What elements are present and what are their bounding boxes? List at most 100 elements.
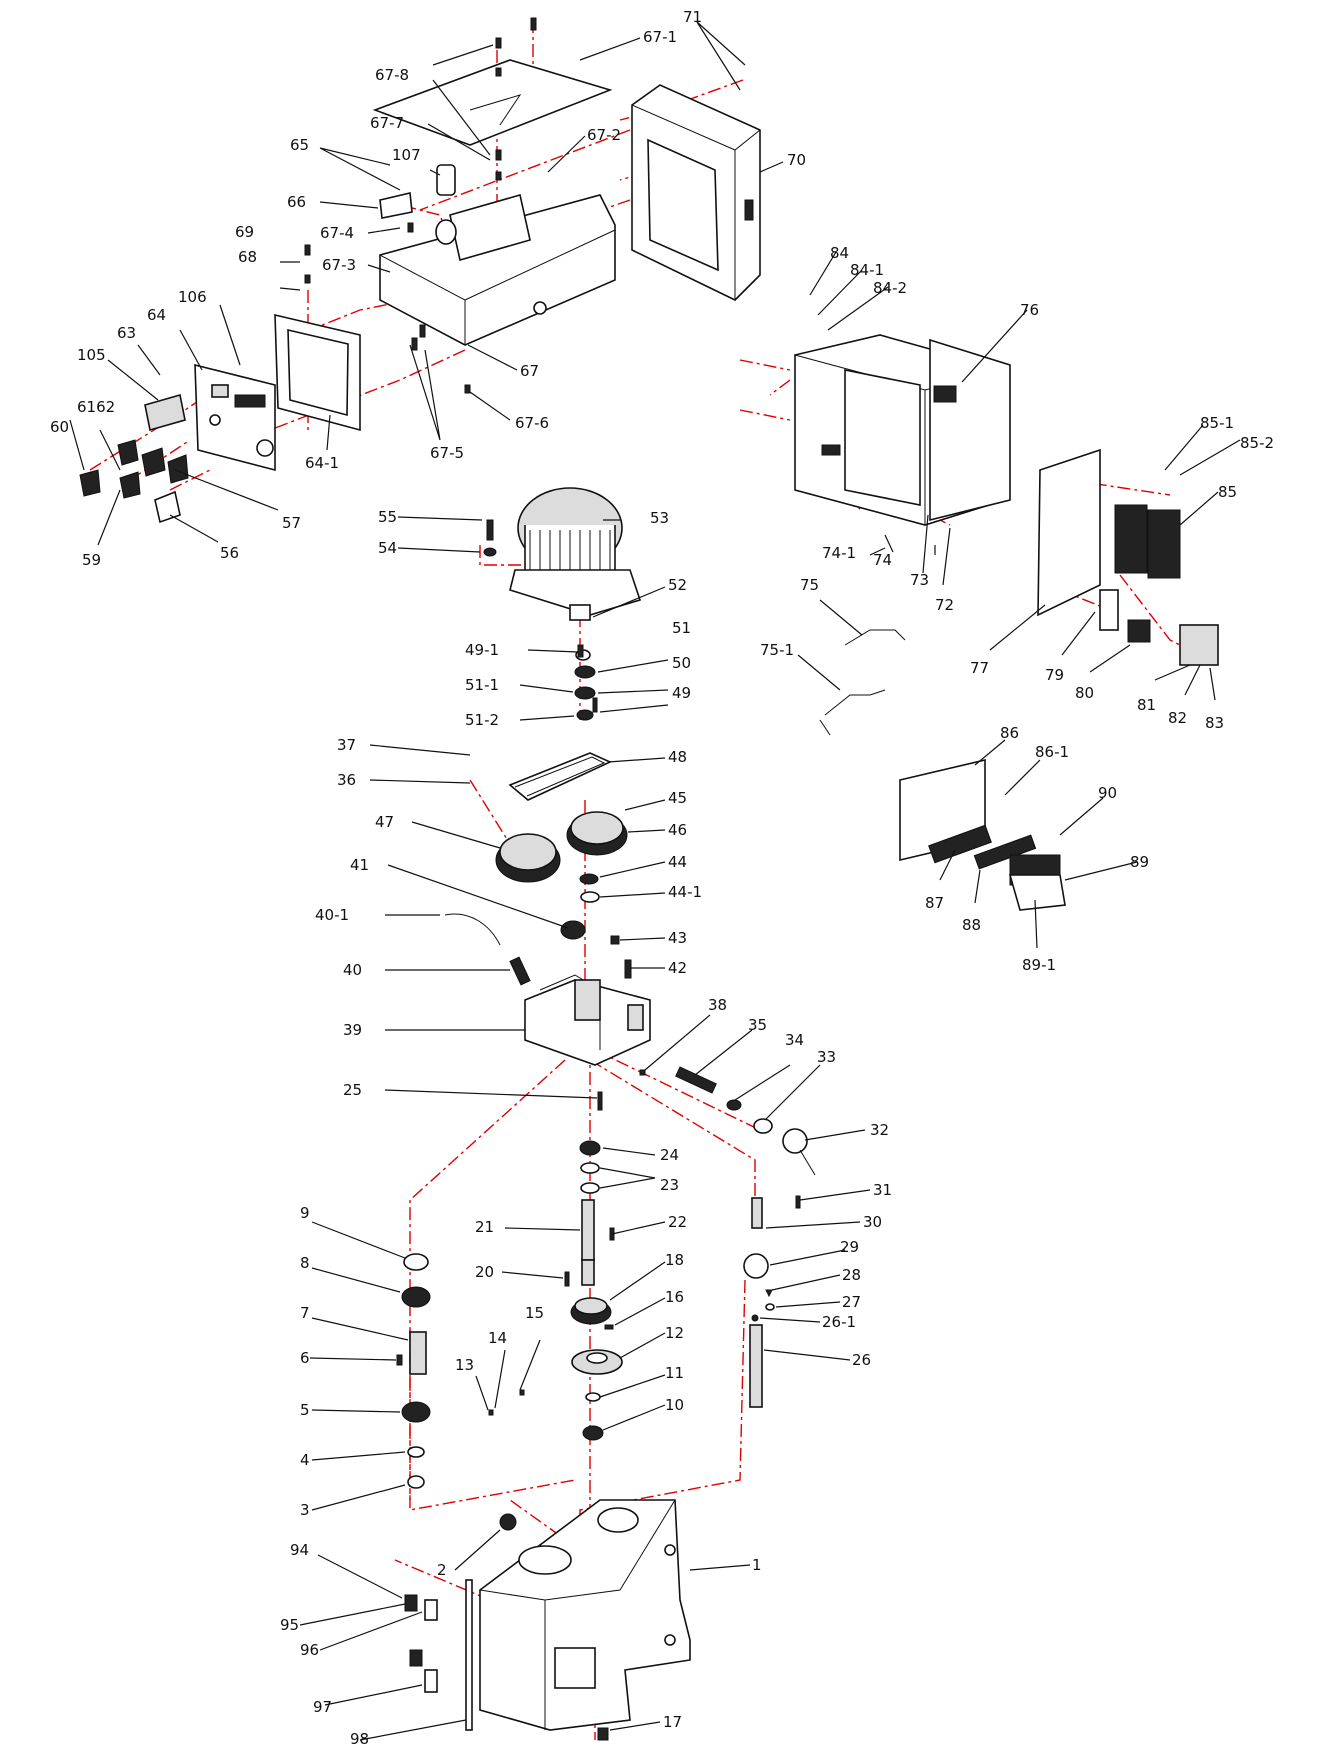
callout-32: 32: [870, 1121, 889, 1139]
callout-8: 8: [300, 1254, 310, 1272]
callout-55: 55: [378, 508, 397, 526]
callout-43: 43: [668, 929, 687, 947]
callout-64-1: 64-1: [305, 454, 339, 472]
callout-96: 96: [300, 1641, 319, 1659]
callout-86: 86: [1000, 724, 1019, 742]
callout-85-2: 85-2: [1240, 434, 1274, 452]
callout-80: 80: [1075, 684, 1094, 702]
callout-11: 11: [665, 1364, 684, 1382]
callout-41: 41: [350, 856, 369, 874]
callout-36: 36: [337, 771, 356, 789]
part-drawings: [79, 17, 1219, 1741]
callout-33: 33: [817, 1048, 836, 1066]
callout-6: 6: [300, 1349, 310, 1367]
callout-17: 17: [663, 1713, 682, 1731]
callout-14: 14: [488, 1329, 507, 1347]
callout-56: 56: [220, 544, 239, 562]
callout-87: 87: [925, 894, 944, 912]
callout-65: 65: [290, 136, 309, 154]
callout-51-2: 51-2: [465, 711, 499, 729]
callout-76: 76: [1020, 301, 1039, 319]
callout-63: 63: [117, 324, 136, 342]
callout-50: 50: [672, 654, 691, 672]
callout-53: 53: [650, 509, 669, 527]
callout-70: 70: [787, 151, 806, 169]
callout-24: 24: [660, 1146, 679, 1164]
callout-22: 22: [668, 1213, 687, 1231]
callout-67: 67: [520, 362, 539, 380]
callout-26-1: 26-1: [822, 1313, 856, 1331]
callout-44: 44: [668, 853, 687, 871]
callout-74-1: 74-1: [822, 544, 856, 562]
callout-75-1: 75-1: [760, 641, 794, 659]
callout-20: 20: [475, 1263, 494, 1281]
callout-97: 97: [313, 1698, 332, 1716]
callout-71: 71: [683, 8, 702, 26]
callout-69: 69: [235, 223, 254, 241]
callout-27: 27: [842, 1293, 861, 1311]
callout-67-7: 67-7: [370, 114, 404, 132]
callout-60: 60: [50, 418, 69, 436]
callout-77: 77: [970, 659, 989, 677]
callout-81: 81: [1137, 696, 1156, 714]
callout-67-3: 67-3: [322, 256, 356, 274]
callout-94: 94: [290, 1541, 309, 1559]
callout-7: 7: [300, 1304, 310, 1322]
callout-67-8: 67-8: [375, 66, 409, 84]
callout-67-5: 67-5: [430, 444, 464, 462]
callout-28: 28: [842, 1266, 861, 1284]
callout-18: 18: [665, 1251, 684, 1269]
callout-6162: 6162: [77, 398, 115, 416]
callout-67-1: 67-1: [643, 28, 677, 46]
callout-9: 9: [300, 1204, 310, 1222]
callout-74: 74: [873, 551, 892, 569]
callout-83: 83: [1205, 714, 1224, 732]
callout-47: 47: [375, 813, 394, 831]
callout-98: 98: [350, 1730, 369, 1748]
callout-labels: 71 67-1 67-8 67-7 67-2 70 65 107 66 67-4…: [50, 8, 1274, 1748]
callout-105: 105: [77, 346, 106, 364]
callout-25: 25: [343, 1081, 362, 1099]
callout-64: 64: [147, 306, 166, 324]
callout-82: 82: [1168, 709, 1187, 727]
callout-72: 72: [935, 596, 954, 614]
callout-2: 2: [437, 1561, 447, 1579]
callout-79: 79: [1045, 666, 1064, 684]
callout-48: 48: [668, 748, 687, 766]
callout-44-1: 44-1: [668, 883, 702, 901]
callout-15: 15: [525, 1304, 544, 1322]
callout-5: 5: [300, 1401, 310, 1419]
callout-66: 66: [287, 193, 306, 211]
callout-10: 10: [665, 1396, 684, 1414]
callout-90: 90: [1098, 784, 1117, 802]
callout-40: 40: [343, 961, 362, 979]
callout-84-1: 84-1: [850, 261, 884, 279]
callout-88: 88: [962, 916, 981, 934]
callout-26: 26: [852, 1351, 871, 1369]
callout-45: 45: [668, 789, 687, 807]
callout-3: 3: [300, 1501, 310, 1519]
callout-49: 49: [672, 684, 691, 702]
callout-51-1: 51-1: [465, 676, 499, 694]
callout-16: 16: [665, 1288, 684, 1306]
callout-1: 1: [752, 1556, 762, 1574]
callout-21: 21: [475, 1218, 494, 1236]
callout-57: 57: [282, 514, 301, 532]
callout-52: 52: [668, 576, 687, 594]
callout-86-1: 86-1: [1035, 743, 1069, 761]
callout-89: 89: [1130, 853, 1149, 871]
callout-84-2: 84-2: [873, 279, 907, 297]
callout-46: 46: [668, 821, 687, 839]
callout-38: 38: [708, 996, 727, 1014]
callout-85-1: 85-1: [1200, 414, 1234, 432]
callout-67-2: 67-2: [587, 126, 621, 144]
callout-49-1: 49-1: [465, 641, 499, 659]
callout-84: 84: [830, 244, 849, 262]
callout-73: 73: [910, 571, 929, 589]
callout-4: 4: [300, 1451, 310, 1469]
callout-29: 29: [840, 1238, 859, 1256]
callout-13: 13: [455, 1356, 474, 1374]
callout-34: 34: [785, 1031, 804, 1049]
callout-59: 59: [82, 551, 101, 569]
callout-67-4: 67-4: [320, 224, 354, 242]
